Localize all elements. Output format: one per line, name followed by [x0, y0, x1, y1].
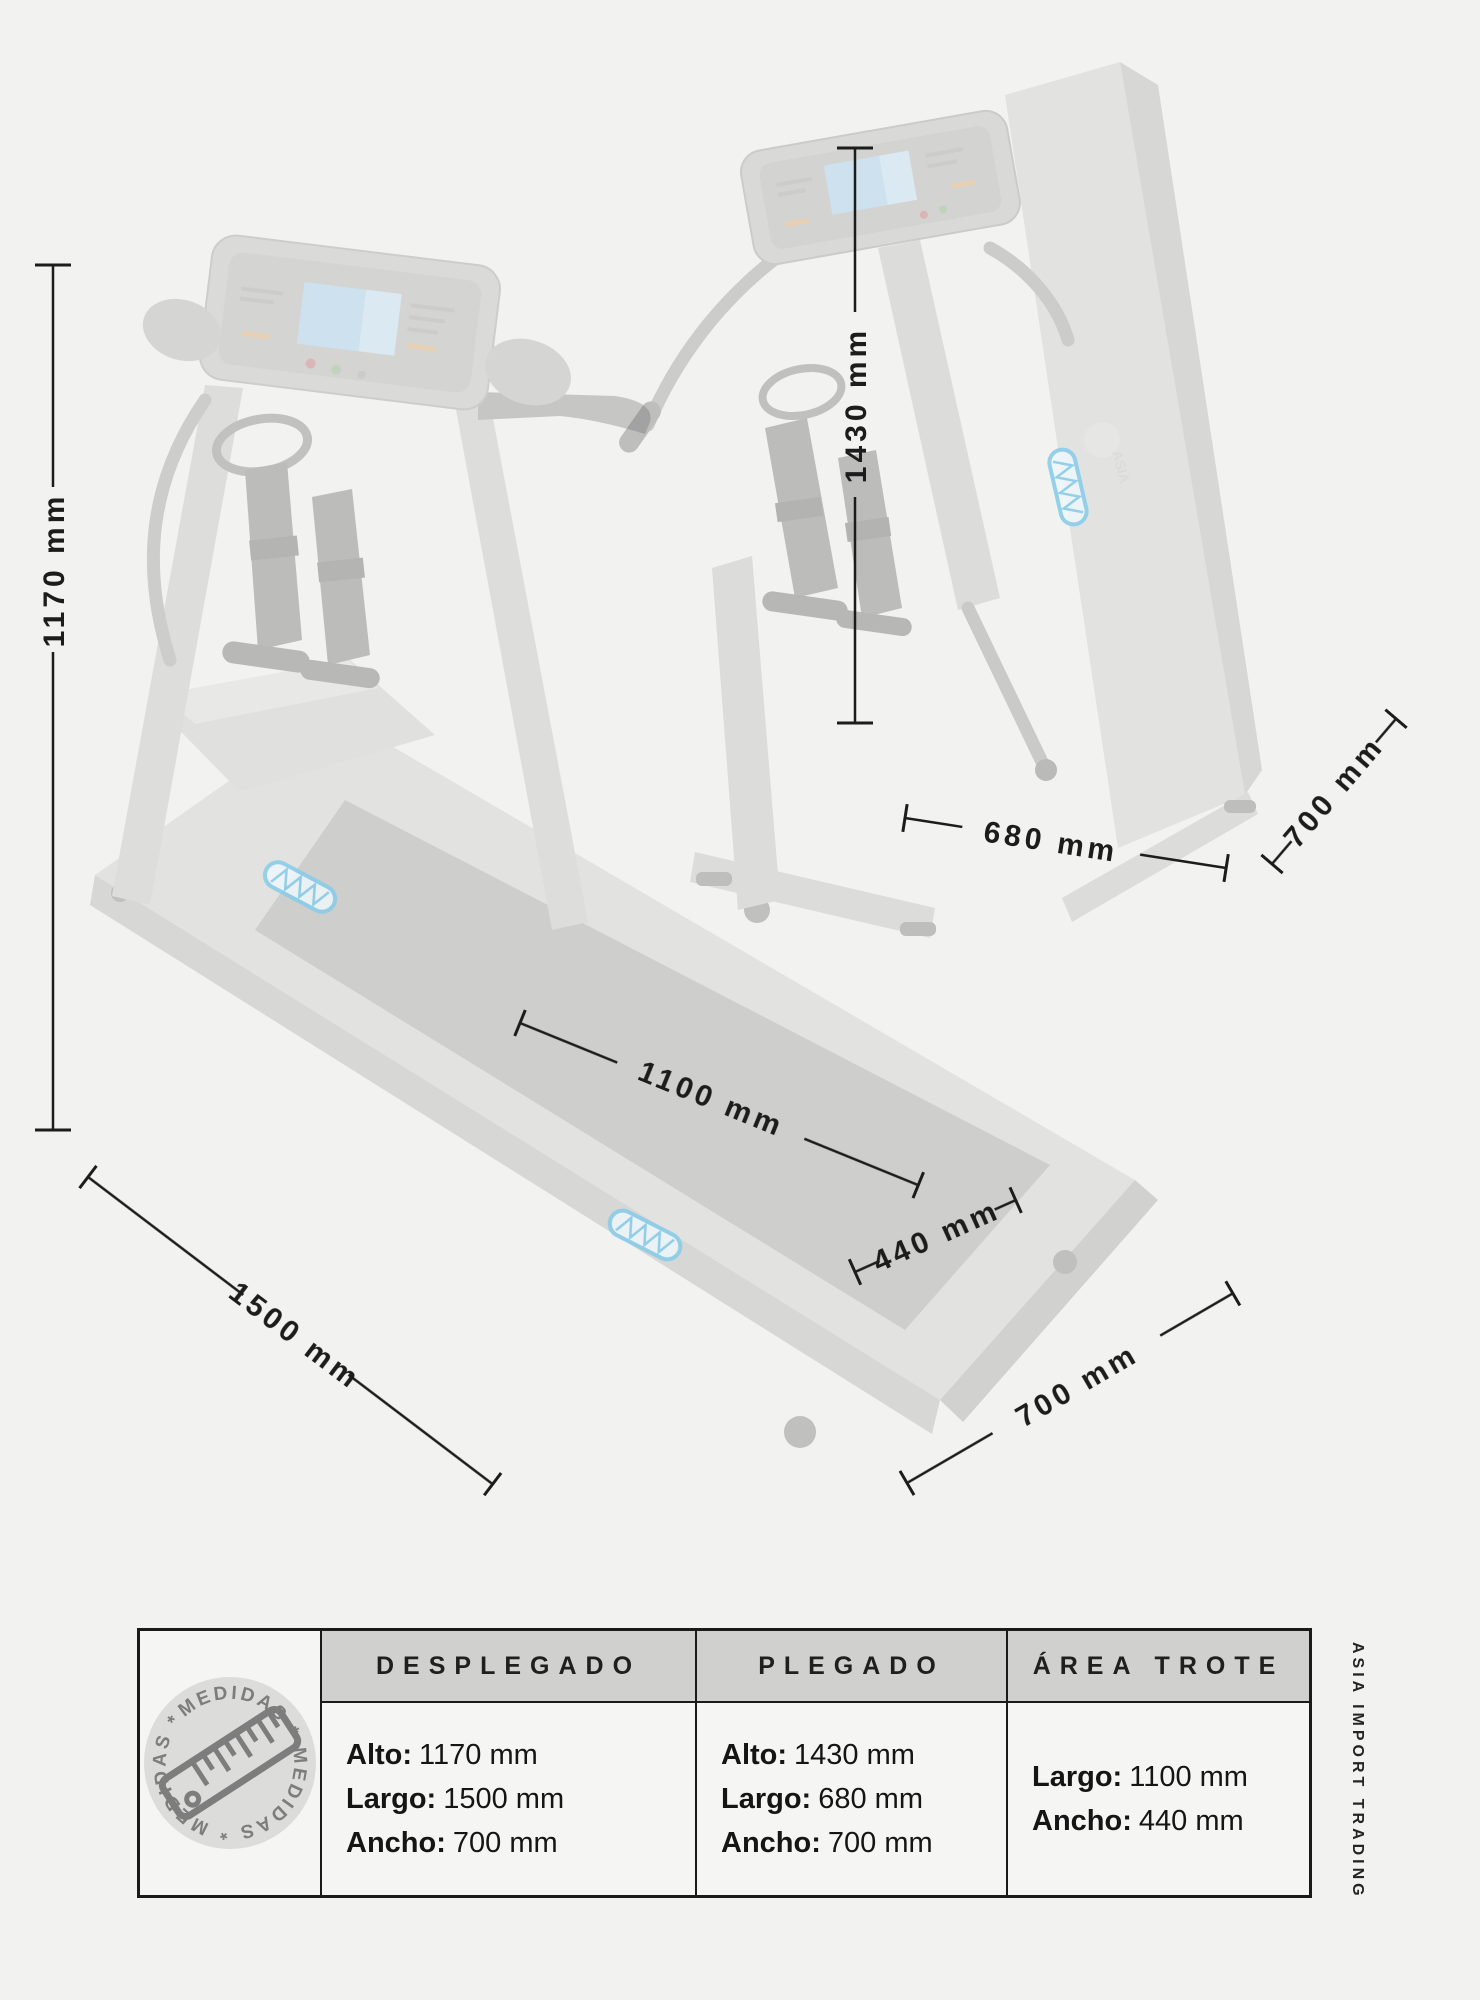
front-foot	[111, 884, 129, 902]
speaker-grille	[142, 298, 222, 362]
speaker-grille	[485, 338, 571, 406]
side-rail-bar	[146, 393, 212, 667]
deck-frame	[95, 710, 1135, 1400]
transport-wheel	[784, 1416, 816, 1448]
column-area-trote: ÁREA TROTE Largo:1100 mm Ancho:440 mm	[1006, 1631, 1309, 1895]
transport-wheel	[1053, 1250, 1077, 1274]
deck-rear-cap	[940, 1180, 1158, 1422]
massage-strap	[245, 462, 302, 650]
dimensions-table: MEDIDAS * MEDIDAS * MEDIDAS *	[137, 1628, 1312, 1898]
folded-deck	[1005, 62, 1245, 848]
deck-accent-decal	[1047, 447, 1089, 527]
stop-button	[305, 358, 316, 369]
foot-pad	[900, 922, 936, 936]
medidas-stamp: MEDIDAS * MEDIDAS * MEDIDAS *	[144, 1677, 316, 1849]
dim-unfolded-height: 1170 mm	[35, 263, 71, 1132]
deck-front-face	[90, 875, 940, 1434]
upright-post	[878, 240, 1000, 610]
dim-folded-width: 700 mm	[1260, 708, 1408, 875]
treadmill-folded-illustration: ASIA	[619, 62, 1262, 938]
support-arm	[712, 556, 780, 910]
massage-strap	[765, 418, 838, 598]
base-rail	[690, 852, 935, 938]
start-button	[331, 364, 342, 375]
brand-watermark: ASIA IMPORT TRADING	[1349, 1642, 1366, 1900]
dim-label-unfolded-height: 1170 mm	[38, 493, 71, 648]
desplegado-specs: Alto:1170 mm Largo:1500 mm Ancho:700 mm	[322, 1703, 695, 1895]
spec-row: Alto:1170 mm	[346, 1739, 538, 1771]
spec-row: Largo:680 mm	[721, 1783, 923, 1815]
caution-label	[407, 343, 436, 352]
deck-accent-decals	[262, 860, 683, 1262]
foot-pad	[1224, 800, 1256, 813]
right-upright-post	[452, 388, 588, 930]
running-belt	[255, 800, 1050, 1330]
table-header-desplegado: DESPLEGADO	[322, 1631, 695, 1703]
spec-row: Alto:1430 mm	[721, 1739, 915, 1771]
console-screen	[296, 282, 367, 352]
table-header-area-trote: ÁREA TROTE	[1008, 1631, 1309, 1703]
caution-label	[784, 217, 810, 227]
handlebar	[641, 248, 787, 432]
dim-unfolded-length: 1500 mm	[78, 1164, 503, 1497]
massage-handle	[762, 591, 848, 621]
ruler-icon	[158, 1705, 302, 1821]
dim-label-folded-height: 1430 mm	[840, 327, 873, 483]
caution-label	[950, 179, 976, 189]
column-desplegado: DESPLEGADO Alto:1170 mm Largo:1500 mm An…	[320, 1631, 695, 1895]
dim-label-unfolded-width: 700 mm	[1010, 1337, 1144, 1434]
massage-strap	[838, 450, 902, 618]
handlebar	[983, 241, 1075, 347]
dim-label-folded-width: 700 mm	[1277, 730, 1390, 855]
caution-label	[241, 330, 270, 340]
column-plegado: PLEGADO Alto:1430 mm Largo:680 mm Ancho:…	[695, 1631, 1006, 1895]
table-header-plegado: PLEGADO	[697, 1631, 1006, 1703]
foot-pad	[696, 872, 732, 886]
spec-row: Ancho:700 mm	[346, 1827, 558, 1859]
console	[739, 109, 1021, 266]
handlebar-grip	[619, 401, 661, 453]
left-upright-post	[112, 385, 243, 905]
massage-handle	[300, 659, 380, 689]
spec-row: Ancho:700 mm	[721, 1827, 933, 1859]
treadmill-unfolded-illustration	[90, 234, 1158, 1448]
massage-ring	[758, 364, 846, 420]
console	[198, 234, 501, 411]
medidas-badge-cell: MEDIDAS * MEDIDAS * MEDIDAS *	[140, 1631, 320, 1895]
massage-handle	[222, 641, 310, 673]
spec-row: Largo:1100 mm	[1032, 1761, 1248, 1793]
plegado-specs: Alto:1430 mm Largo:680 mm Ancho:700 mm	[697, 1703, 1006, 1895]
dim-label-folded-length: 680 mm	[981, 816, 1120, 869]
massage-ring	[211, 413, 313, 477]
dim-label-unfolded-length: 1500 mm	[223, 1276, 368, 1397]
handlebar	[478, 392, 651, 434]
motor-cover	[150, 660, 435, 792]
dim-folded-height: 1430 mm	[837, 146, 873, 725]
hydraulic-cylinder	[961, 601, 1049, 769]
spec-row: Ancho:440 mm	[1032, 1805, 1244, 1837]
spec-row: Largo:1500 mm	[346, 1783, 565, 1815]
transport-wheel	[744, 897, 770, 923]
massage-strap	[312, 489, 370, 665]
area-trote-specs: Largo:1100 mm Ancho:440 mm	[1008, 1703, 1309, 1895]
